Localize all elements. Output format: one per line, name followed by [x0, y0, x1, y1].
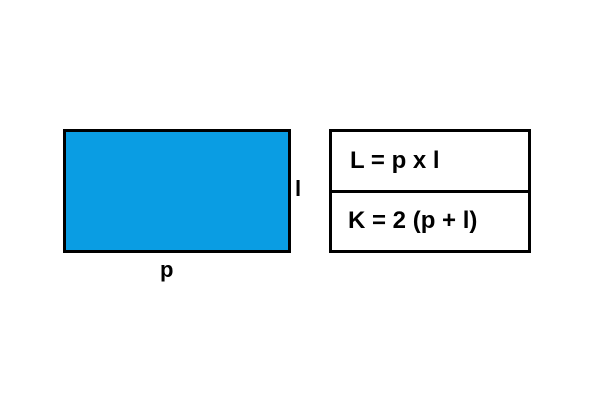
perimeter-formula: K = 2 (p + l) [348, 207, 478, 235]
formula-table: L = p x l K = 2 (p + l) [329, 129, 531, 253]
width-label: l [295, 176, 302, 201]
area-formula: L = p x l [332, 132, 528, 193]
length-label: p [160, 257, 174, 282]
rectangle-shape [63, 129, 291, 253]
